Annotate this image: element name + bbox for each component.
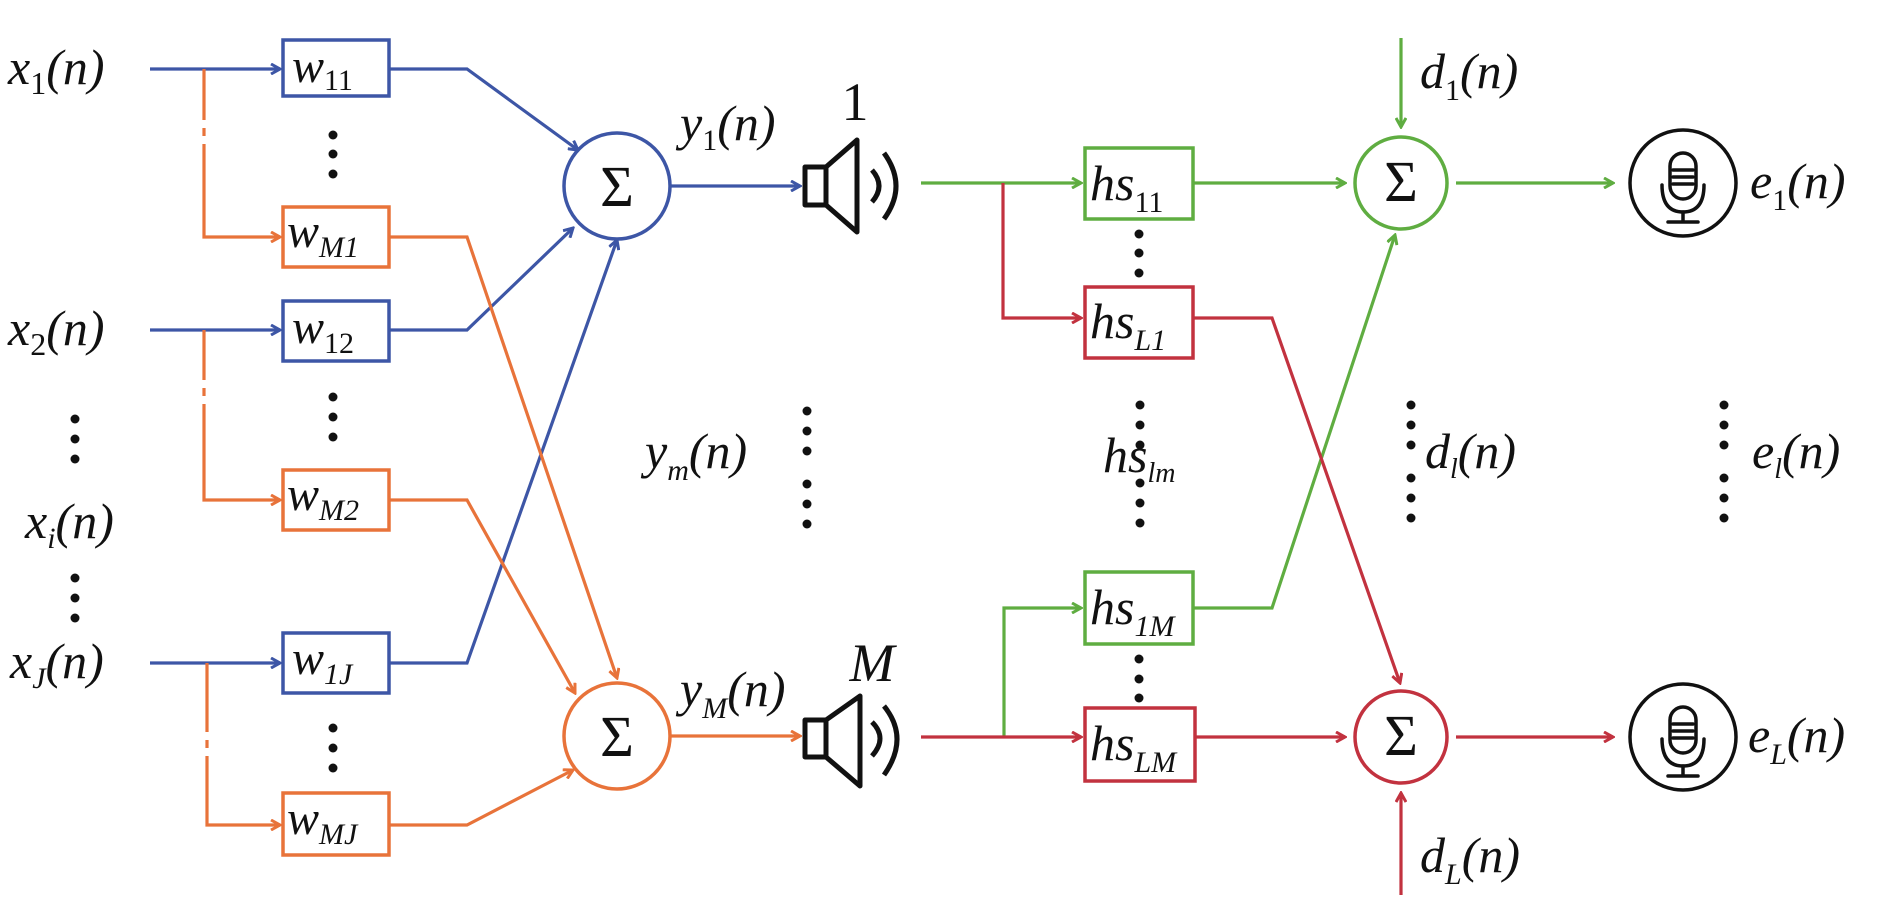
wire-wM2-sum2 — [389, 498, 575, 693]
svg-text:w1J: w1J — [292, 632, 354, 691]
label-x1: x1(n) — [7, 39, 105, 101]
label-dL: dL(n) — [1420, 827, 1520, 891]
speaker-icon — [802, 137, 899, 235]
desired-ellipsis — [1406, 400, 1416, 523]
path-box-hsLM: hsLM — [1083, 706, 1197, 783]
microphone-icon — [1660, 705, 1706, 778]
svg-text:wMJ: wMJ — [287, 792, 359, 851]
label-dl: dl(n) — [1425, 423, 1516, 485]
summer-eL: Σ — [1353, 689, 1449, 785]
svg-text:Σ: Σ — [1384, 703, 1418, 768]
wire-xJ-wMJ — [205, 663, 280, 825]
speaker-M: M — [802, 633, 900, 789]
blue-wires — [150, 69, 800, 663]
input-ellipsis — [70, 414, 80, 623]
label-el: el(n) — [1752, 423, 1840, 485]
speaker-1: 1 — [802, 72, 899, 235]
weight-box-wMJ: wMJ — [281, 791, 391, 857]
wire-x1-wM1 — [202, 69, 280, 237]
label-ym: ym(n) — [640, 423, 747, 487]
speaker-M-label: M — [849, 633, 898, 693]
svg-text:Σ: Σ — [600, 154, 634, 219]
weight-box-wM1: wM1 — [281, 205, 391, 269]
orange-wires — [202, 69, 800, 827]
svg-text:wM1: wM1 — [287, 205, 359, 264]
output-ellipsis — [802, 406, 812, 529]
speaker-icon — [802, 693, 900, 789]
wire-w11-sum1 — [389, 67, 578, 150]
label-eL: eL(n) — [1748, 707, 1845, 771]
weight-box-w11: w11 — [281, 38, 391, 98]
wire-w1J-sum1 — [389, 240, 617, 665]
summer-yM: Σ — [562, 681, 672, 791]
input-labels: x1(n) x2(n) xi(n) xJ(n) — [7, 39, 114, 695]
weight-box-wM2: wM2 — [281, 468, 391, 532]
wire-wMJ-sum2 — [389, 770, 573, 827]
svg-text:Σ: Σ — [600, 704, 634, 769]
path-box-hs1M: hs1M — [1083, 570, 1195, 646]
error-ellipsis — [1719, 400, 1729, 523]
wire-branch-hsL1 — [1001, 183, 1081, 318]
label-x2: x2(n) — [7, 300, 105, 362]
weight-box-w1J: w1J — [281, 631, 391, 695]
wire-hsL1-sum4 — [1193, 316, 1400, 683]
svg-text:hsL1: hsL1 — [1090, 293, 1166, 357]
svg-text:Σ: Σ — [1384, 149, 1418, 214]
weight-box-w12: w12 — [281, 299, 391, 363]
svg-text:wM2: wM2 — [287, 468, 359, 527]
label-xi: xi(n) — [24, 493, 114, 555]
label-d1: d1(n) — [1420, 43, 1518, 107]
svg-text:w11: w11 — [292, 40, 353, 97]
weight-filters: w11 wM1 w12 wM2 w1J wMJ — [281, 38, 391, 857]
wire-branch-hs1M — [1002, 608, 1081, 737]
wire-w12-sum1 — [389, 228, 573, 332]
wire-hs1M-sum3 — [1193, 235, 1395, 610]
label-hslm: hslm — [1103, 427, 1175, 489]
green-wires — [921, 38, 1613, 737]
speaker-1-label: 1 — [842, 72, 869, 132]
svg-text:hsLM: hsLM — [1090, 715, 1178, 779]
microphone-icon — [1660, 151, 1706, 224]
label-xJ: xJ(n) — [9, 633, 104, 695]
svg-text:hs11: hs11 — [1090, 155, 1163, 219]
weight-ellipsis — [328, 130, 338, 773]
label-yM: yM(n) — [675, 661, 786, 725]
path-box-hsL1: hsL1 — [1083, 285, 1195, 360]
microphone-e1 — [1628, 128, 1738, 238]
svg-text:hs1M: hs1M — [1090, 579, 1176, 643]
summer-e1: Σ — [1353, 135, 1449, 231]
wire-x2-wM2 — [202, 330, 280, 500]
path-ellipsis — [1134, 229, 1145, 703]
path-box-hs11: hs11 — [1083, 146, 1195, 221]
microphone-eL — [1628, 682, 1738, 792]
red-wires — [921, 183, 1613, 895]
label-e1: e1(n) — [1750, 153, 1846, 217]
summer-y1: Σ — [562, 131, 672, 241]
wire-wM1-sum2 — [389, 235, 617, 678]
svg-text:w12: w12 — [292, 301, 354, 360]
label-y1: y1(n) — [675, 95, 776, 157]
secondary-path-filters: hs11 hsL1 hs1M hsLM — [1083, 146, 1197, 783]
